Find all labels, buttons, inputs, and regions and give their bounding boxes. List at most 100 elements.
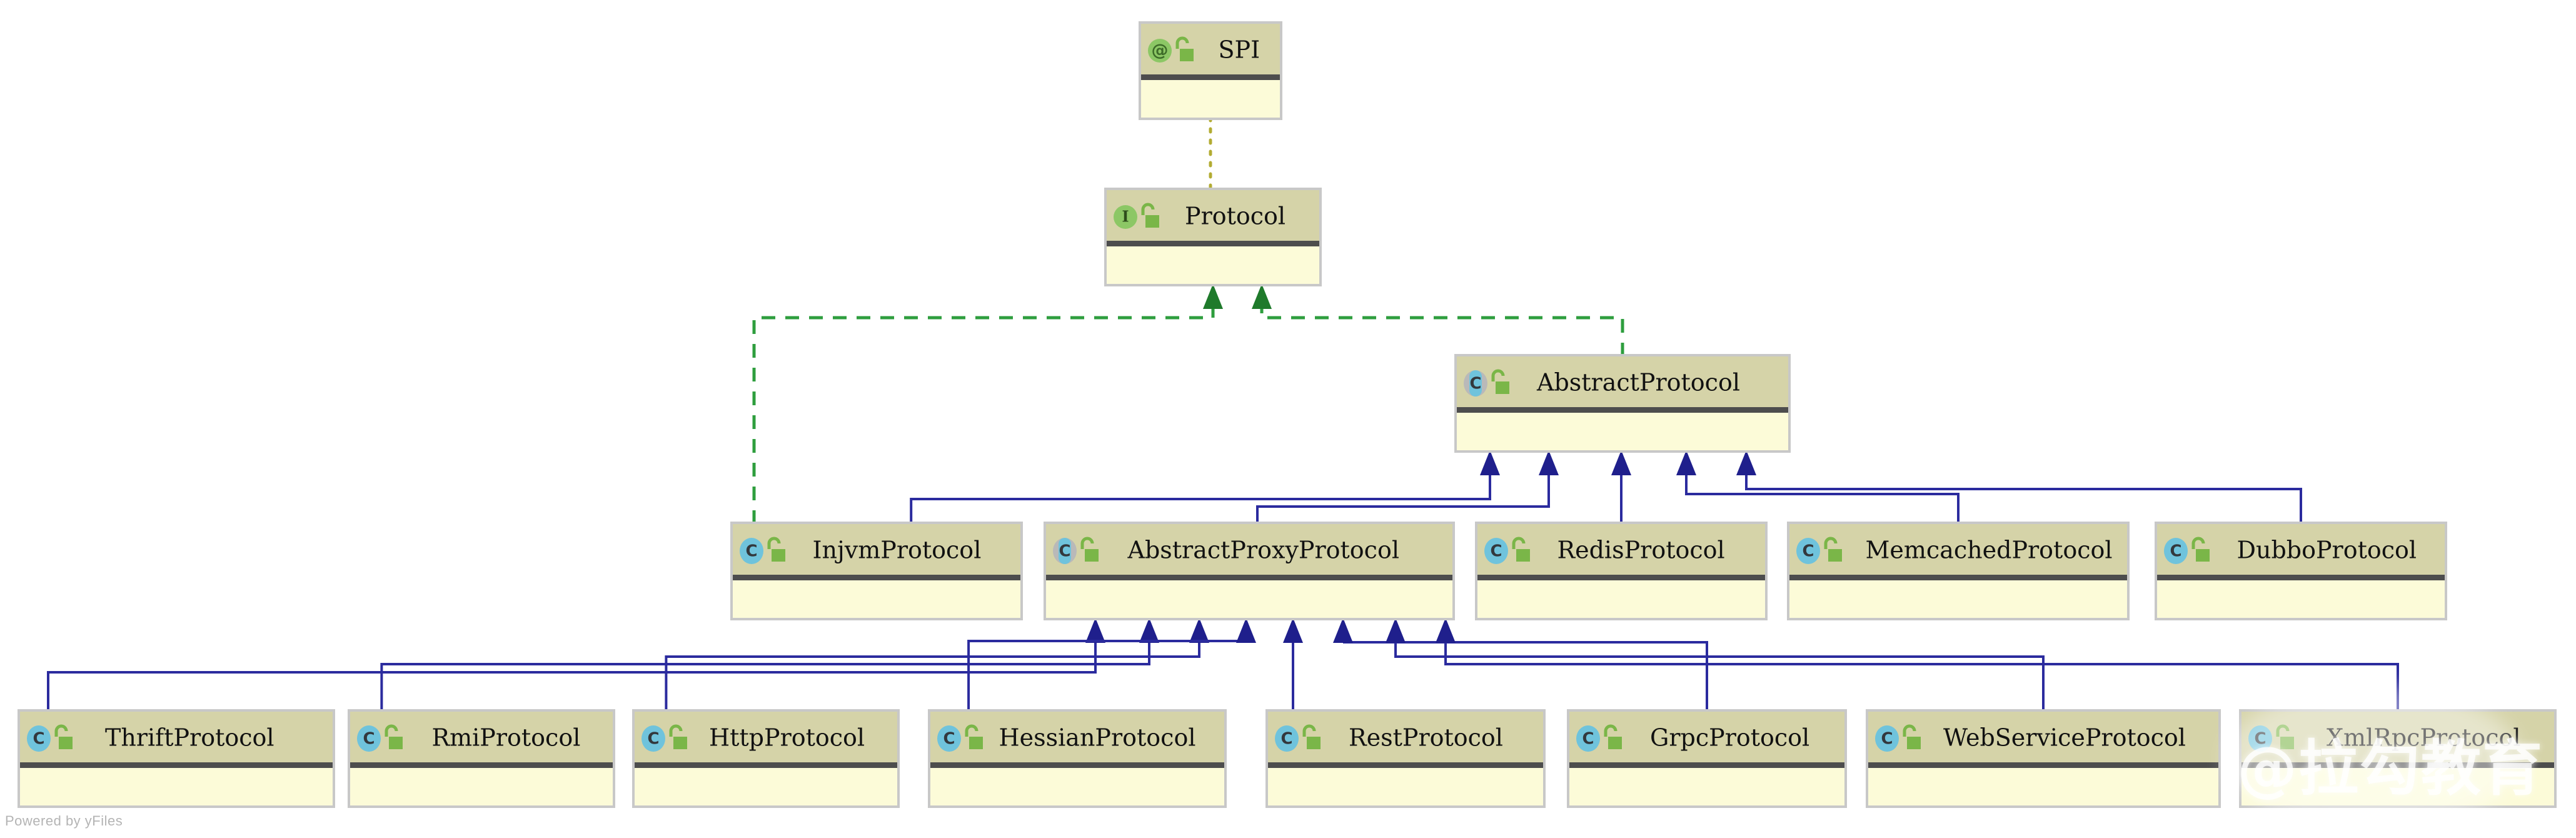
class-node-body [1141,78,1280,118]
letter-c-icon-bg [2248,725,2272,752]
letter-c-icon: C [2254,730,2266,749]
class-node-label: HttpProtocol [709,724,865,752]
class-node-body [1868,765,2218,805]
class-node-divider [1268,762,1543,768]
letter-c-icon-bg [1796,538,1820,564]
class-node-thrift[interactable]: C ThriftProtocol [18,709,335,808]
open-lock-icon [2276,724,2294,749]
class-node-outline [730,522,1023,620]
class-node-divider [635,762,897,768]
class-node-outline [1104,188,1322,286]
class-node-header [1789,524,2127,578]
class-node-divider [1868,762,2218,768]
class-node-body [1046,578,1452,618]
class-node-outline [348,709,615,808]
arrowhead-extends-injvm [1480,450,1500,475]
letter-c-icon: C [363,730,375,749]
edge-extends-dubbo [1745,475,2302,524]
arrowhead-implements-protocol-right [1252,284,1272,309]
letter-i-icon-bg [1114,205,1137,229]
class-node-outline [1044,522,1455,620]
at-sign-icon: @ [1152,41,1169,61]
letter-c-icon-bg [1875,725,1899,752]
open-lock-icon [1604,724,1622,749]
class-node-outline [928,709,1227,808]
edge-layer [47,116,2399,712]
class-node-outline [1567,709,1847,808]
edge-implements-injvm-protocol [752,309,1215,524]
letter-c-icon: C [33,730,44,749]
letter-c-abstract-icon: C [1469,375,1481,393]
class-node-header [1868,712,2218,765]
class-node-outline [1475,522,1768,620]
arrowhead-extends-webservice [1386,618,1406,643]
class-node-header [1457,356,1788,410]
open-lock-icon [54,724,73,749]
arrowhead-extends-grpc [1333,618,1353,643]
edge-extends-grpc [1342,641,1708,712]
class-node-body [1789,578,2127,618]
letter-i-icon: I [1122,208,1129,226]
class-node-abstract-protocol[interactable]: C AbstractProtocol [1454,354,1791,453]
edge-extends-abstract-proxy [1256,475,1550,524]
class-node-body [1457,410,1788,450]
letter-c-icon: C [1881,730,1893,749]
letter-c-icon: C [745,542,757,561]
edge-extends-hessian [967,640,1247,712]
class-node-outline [632,709,900,808]
class-node-body [733,578,1020,618]
class-node-body [1107,244,1319,284]
class-node-body [635,765,897,805]
class-node-header [1046,524,1452,578]
class-node-xmlrpc[interactable]: C XmlRpcProtocol [2239,709,2557,808]
powered-by-label: Powered by yFiles [5,813,123,829]
letter-c-icon: C [1280,730,1292,749]
arrowhead-extends-redis [1611,450,1631,475]
class-node-spi[interactable]: @SPI [1139,21,1282,120]
letter-c-icon-bg [641,725,665,752]
letter-c-abstract-icon-bg [1469,370,1482,396]
class-node-body [2157,578,2445,618]
open-lock-icon [1080,537,1099,562]
class-node-outline [2155,522,2447,620]
class-node-label: ThriftProtocol [105,724,274,752]
class-node-body [930,765,1224,805]
edge-implements-abstractprotocol-protocol [1260,309,1624,356]
class-node-injvm[interactable]: C InjvmProtocol [730,522,1023,620]
letter-c-icon-bg [2164,538,2188,564]
class-node-divider [1569,762,1844,768]
class-node-label: DubboProtocol [2237,537,2417,564]
class-node-label: AbstractProtocol [1536,369,1740,396]
open-lock-icon [1512,537,1530,562]
class-node-label: XmlRpcProtocol [2327,724,2521,752]
class-node-label: MemcachedProtocol [1866,537,2113,564]
class-node-outline [18,709,335,808]
class-node-label: GrpcProtocol [1650,724,1809,752]
open-lock-icon [1491,369,1509,394]
edge-extends-rmi [380,643,1150,712]
class-node-divider [1457,407,1788,413]
class-node-body [1268,765,1543,805]
letter-c-icon: C [1490,542,1502,561]
open-lock-icon [1141,203,1159,228]
class-node-label: InjvmProtocol [813,537,982,564]
open-lock-icon [2191,537,2210,562]
class-node-header [1107,190,1319,244]
open-lock-icon [1824,537,1842,562]
open-lock-icon [1903,724,1921,749]
class-node-divider [2241,762,2554,768]
